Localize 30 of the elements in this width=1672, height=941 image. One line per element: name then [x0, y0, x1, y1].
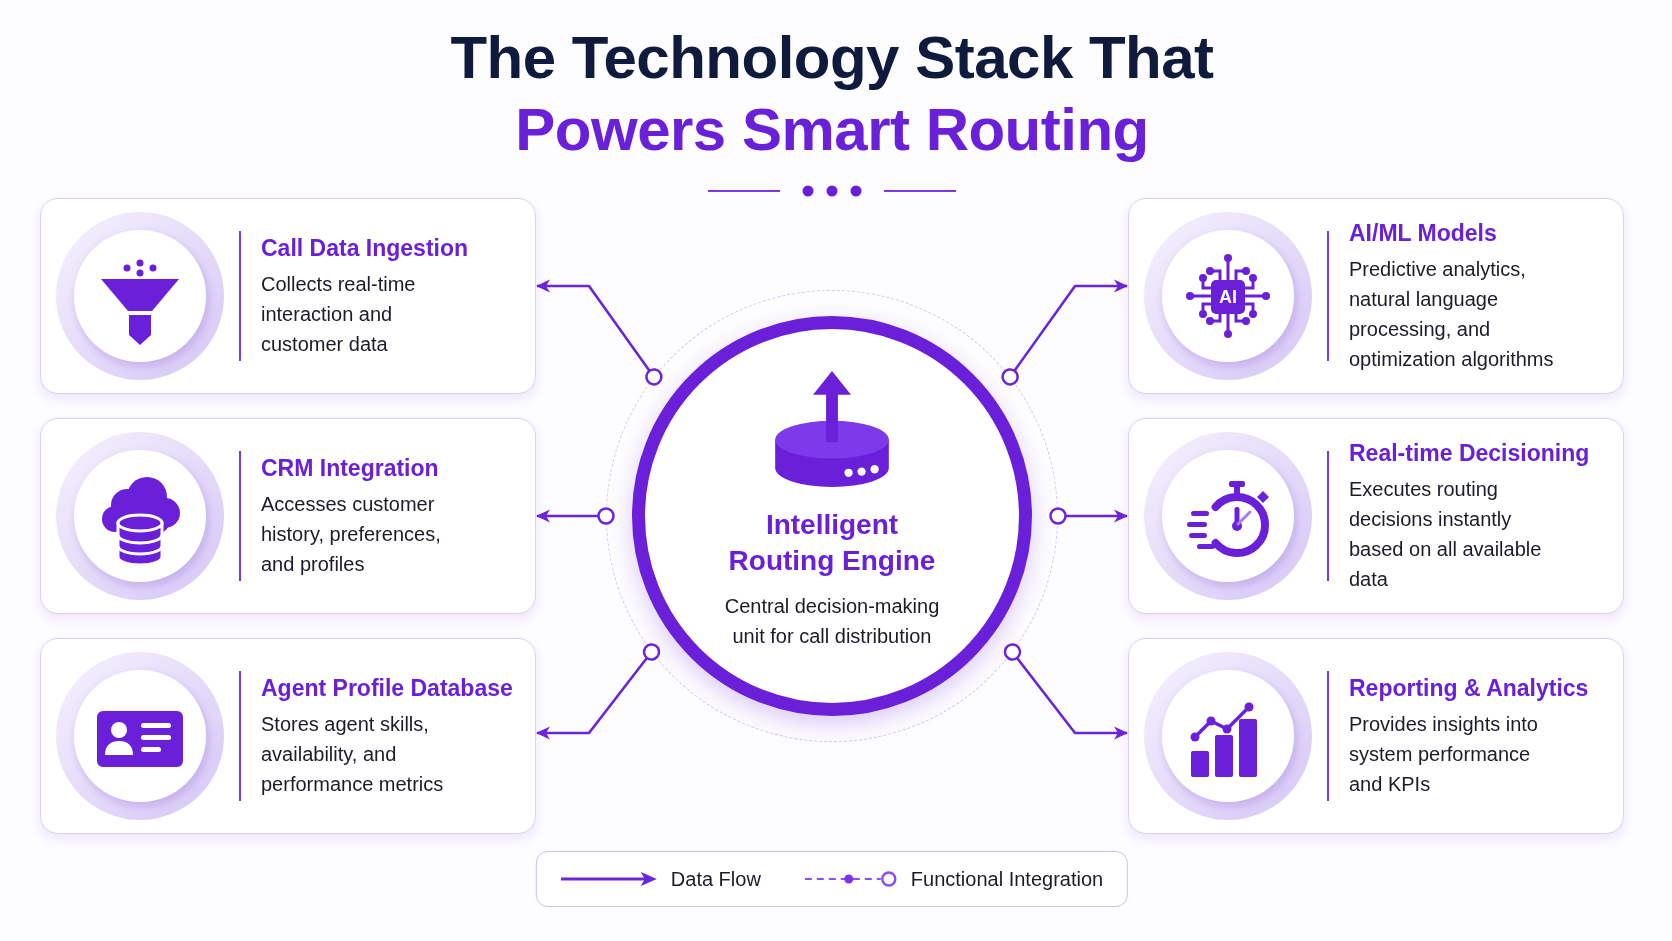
chip-label: AI — [1211, 280, 1245, 314]
component-card — [40, 418, 536, 614]
connector-arrow — [536, 507, 615, 525]
component-card — [1128, 638, 1624, 834]
connector-arrow — [536, 643, 661, 740]
card-heading: Reporting & Analytics — [1349, 674, 1589, 703]
connector-arrow — [1049, 507, 1128, 525]
hub-description: Central decision-making unit for call distribution — [723, 594, 941, 649]
card-description: Accesses customer history, preferences, and profiles — [261, 492, 442, 577]
card-description: Predictive analytics, natural language processing, and optimization algorithms — [1349, 257, 1555, 372]
legend-label: Data Flow — [670, 867, 761, 892]
card-heading: Agent Profile Database — [261, 674, 513, 703]
card-description: Provides insights into system performance and KPIs — [1349, 712, 1539, 797]
card-heading: Real-time Decisioning — [1349, 439, 1590, 468]
card-description: Stores agent skills, availability, and performance metrics — [261, 712, 445, 797]
legend-label: Functional Integration — [910, 867, 1104, 892]
hub-title: Intelligent Routing Engine — [727, 508, 937, 578]
component-card — [40, 198, 536, 394]
connector-arrow — [536, 279, 663, 386]
component-card — [1128, 418, 1624, 614]
card-heading: CRM Integration — [261, 454, 439, 483]
connector-arrow — [1003, 643, 1128, 740]
card-description: Executes routing decisions instantly based on all available data — [1349, 477, 1543, 592]
card-heading: AI/ML Models — [1349, 219, 1497, 248]
component-card — [40, 638, 536, 834]
connector-arrow — [1001, 279, 1128, 386]
card-description: Collects real-time interaction and customer data — [261, 272, 417, 357]
card-heading: Call Data Ingestion — [261, 234, 469, 263]
component-card — [1128, 198, 1624, 394]
page-title: The Technology Stack That Powers Smart Routing — [450, 23, 1214, 165]
